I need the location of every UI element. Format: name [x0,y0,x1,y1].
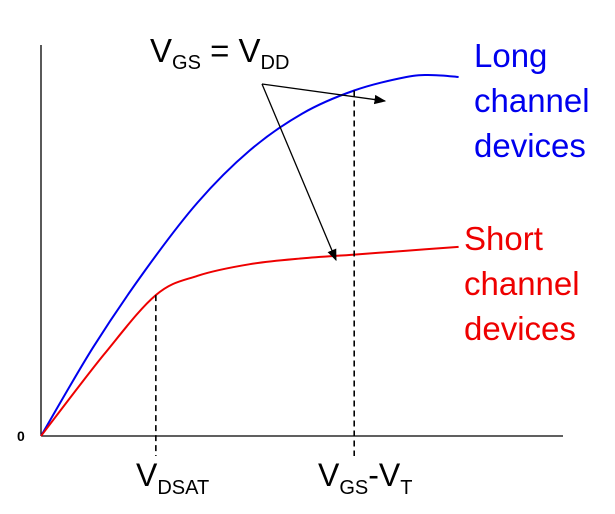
legend-short-line-2: channel [464,265,580,302]
legend-long-line-1: Long [474,37,547,74]
annotation-label: VGS = VDD [150,32,289,74]
series-short-channel-line [40,245,459,437]
vdsat-label: VDSAT [136,457,209,499]
arrow-to-short-curve [261,83,337,262]
series-layer [40,74,459,437]
legend-long-line-2: channel [474,82,590,119]
annotation-arrows [261,83,387,262]
legend-short-line-1: Short [464,220,543,257]
vgs-vt-label: VGS-VT [318,457,412,499]
legend-long-channel: Long channel devices [474,37,590,164]
series-long-channel-line [40,74,459,437]
legend-short-line-3: devices [464,310,576,347]
legend-long-line-3: devices [474,127,586,164]
origin-tick-label: 0 [17,428,25,444]
legend-short-channel: Short channel devices [464,220,580,347]
marker-layer [155,90,356,456]
arrow-to-long-curve [261,83,387,105]
